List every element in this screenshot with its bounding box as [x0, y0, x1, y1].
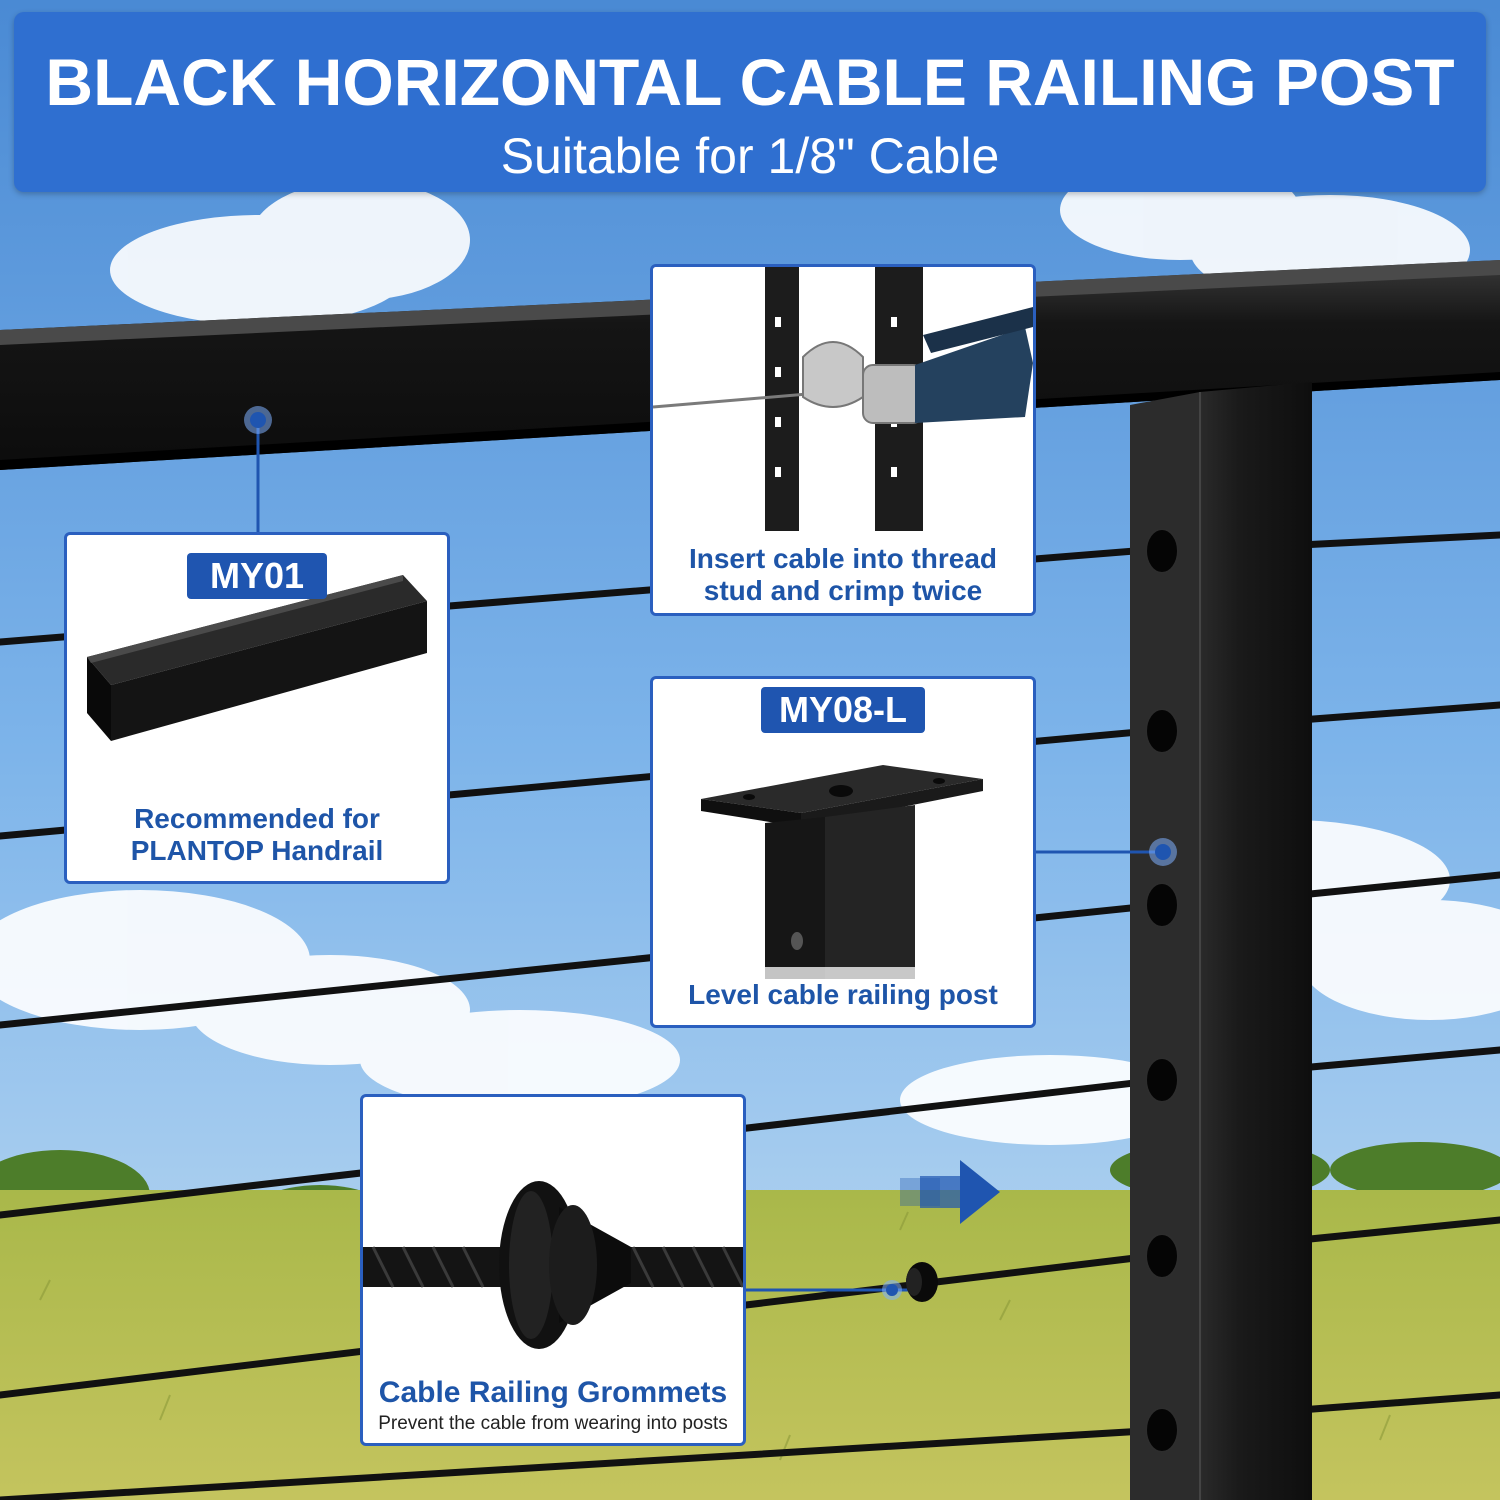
crimp-callout-card: Insert cable into thread stud and crimp …: [650, 264, 1036, 616]
model-tag-my01: MY01: [187, 553, 327, 599]
post-callout-card: MY08-L Level cable railing post: [650, 676, 1036, 1028]
banner-title: BLACK HORIZONTAL CABLE RAILING POST: [45, 45, 1455, 119]
grass-texture: [39, 1211, 1391, 1461]
handrail-caption-line2: PLANTOP Handrail: [130, 835, 384, 866]
direction-arrow-icon: [900, 1160, 1000, 1224]
grommet-subcaption: Prevent the cable from wearing into post…: [378, 1413, 728, 1434]
level-post-product-icon: [701, 765, 983, 987]
handrail-callout-card: MY01 Recommended for PLANTOP Handrail: [64, 532, 450, 884]
handrail-caption-line1: Recommended for: [134, 803, 380, 834]
post-caption: Level cable railing post: [688, 979, 998, 1010]
banner-subtitle: Suitable for 1/8" Cable: [500, 128, 1000, 184]
title-banner: BLACK HORIZONTAL CABLE RAILING POST Suit…: [14, 12, 1486, 192]
model-tag-my08-l: MY08-L: [761, 687, 925, 733]
grommet-caption: Cable Railing Grommets: [378, 1376, 728, 1409]
crimp-tool-illustration: [653, 267, 1033, 613]
crimp-caption-line1: Insert cable into thread: [688, 543, 998, 574]
callout-dots: [244, 406, 1177, 1300]
railing-post: [1130, 382, 1312, 1500]
cable-grommet-detail: [906, 1262, 938, 1302]
cables-right: [1296, 531, 1500, 1414]
grommet-product-icon: [363, 1181, 743, 1349]
post-grommets: [1145, 528, 1179, 1453]
grommet-callout-card: Cable Railing Grommets Prevent the cable…: [360, 1094, 746, 1446]
crimp-caption-line2: stud and crimp twice: [703, 575, 983, 606]
